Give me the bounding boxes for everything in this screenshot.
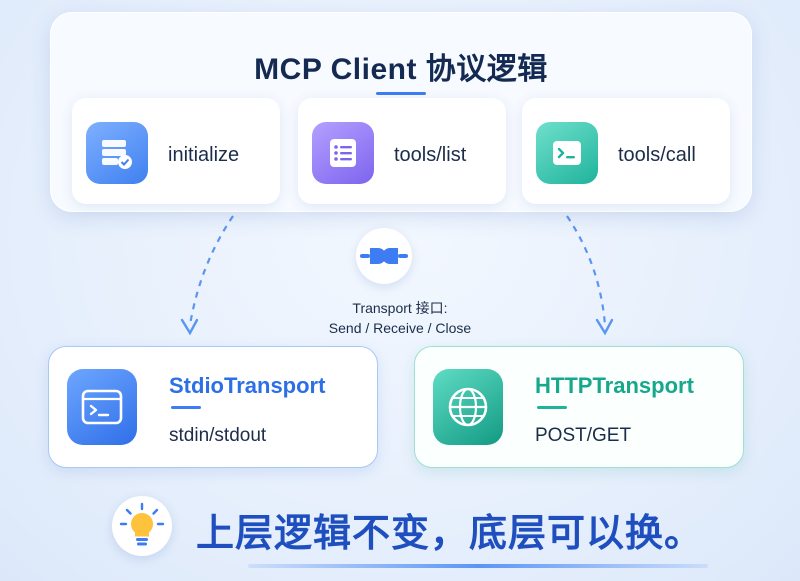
globe-icon — [433, 369, 503, 445]
transport-detail: stdin/stdout — [169, 425, 267, 446]
plug-icon — [356, 228, 412, 284]
arrowhead-right — [595, 318, 614, 336]
arrowhead-left — [180, 318, 199, 336]
arrow-left — [188, 215, 234, 326]
list-icon — [312, 122, 374, 184]
transport-underline — [537, 406, 567, 409]
method-card-initialize: initialize — [72, 98, 280, 204]
mcp-client-panel: MCP Client 协议逻辑 initialize — [50, 12, 752, 212]
panel-title: MCP Client 协议逻辑 — [254, 53, 548, 86]
lightbulb-icon — [112, 496, 172, 556]
server-check-icon — [86, 122, 148, 184]
transport-underline — [171, 406, 201, 409]
transport-name: HTTPTransport — [535, 373, 694, 398]
method-card-tools-list: tools/list — [298, 98, 506, 204]
arrow-right — [566, 215, 607, 326]
terminal-window-icon — [67, 369, 137, 445]
footer-underline — [248, 564, 708, 568]
stdio-transport-card: StdioTransport stdin/stdout — [48, 346, 378, 468]
interface-ops: Send / Receive / Close — [328, 320, 472, 336]
http-transport-card: HTTPTransport POST/GET — [414, 346, 744, 468]
footer-slogan: 上层逻辑不变，底层可以换。 — [196, 513, 704, 555]
method-label: initialize — [168, 144, 240, 166]
transport-name: StdioTransport — [169, 373, 326, 398]
terminal-icon — [536, 122, 598, 184]
method-card-tools-call: tools/call — [522, 98, 730, 204]
method-label: tools/list — [394, 144, 467, 166]
title-underline — [376, 92, 426, 95]
interface-title: Transport 接口: — [352, 300, 448, 316]
method-label: tools/call — [618, 144, 696, 166]
transport-detail: POST/GET — [535, 425, 632, 446]
